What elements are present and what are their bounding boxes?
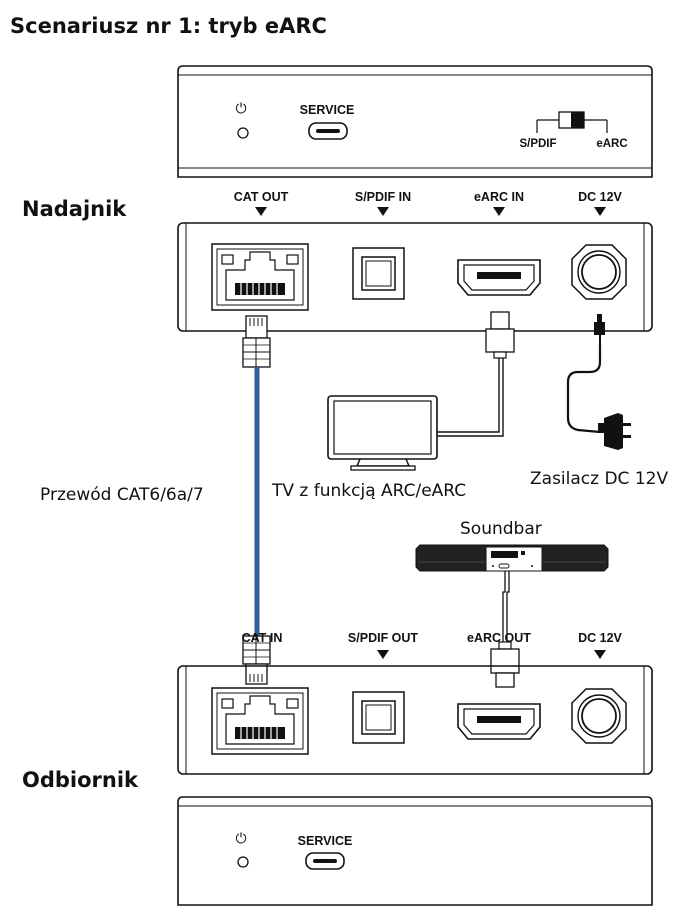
page-title: Scenariusz nr 1: tryb eARC (10, 14, 327, 38)
optical-port-icon (352, 691, 405, 744)
port-label-spdif-out: S/PDIF OUT (348, 631, 419, 645)
micro-usb-port-icon (305, 852, 345, 870)
dc-jack-icon (571, 688, 627, 744)
port-label-dc-12v: DC 12V (578, 190, 622, 204)
port-label-cat-in: CAT IN (242, 631, 283, 645)
transmitter-back-panel (177, 222, 653, 332)
arrow-down-icon (377, 650, 389, 659)
rj45-port-icon (211, 687, 309, 755)
port-label-earc-in: eARC IN (474, 190, 524, 204)
port-label-spdif-in: S/PDIF IN (355, 190, 411, 204)
mode-switch-icon (536, 111, 608, 133)
dc-cable-line (566, 345, 602, 434)
rj45-plug-icon (242, 635, 271, 685)
switch-label-spdif: S/PDIF (519, 138, 556, 150)
soundbar-icon (415, 544, 609, 572)
arrow-down-icon (594, 207, 606, 216)
hdmi-plug-icon (490, 641, 520, 688)
power-led-icon (237, 856, 249, 868)
power-icon: ⏻ (235, 101, 246, 117)
service-label: SERVICE (298, 834, 353, 848)
tv-caption: TV z funkcją ARC/eARC (271, 481, 466, 501)
hdmi-cable-line (437, 358, 500, 433)
port-label-earc-out: eARC OUT (467, 631, 531, 645)
receiver-back-panel (177, 665, 653, 775)
hdmi-port-icon (457, 703, 541, 740)
receiver-front-panel: ⏻ SERVICE (177, 796, 653, 906)
power-supply-caption: Zasilacz DC 12V (530, 469, 668, 489)
hdmi-plug-icon (485, 311, 515, 359)
rj45-plug-icon (242, 315, 271, 368)
arrow-down-icon (493, 207, 505, 216)
transmitter-label: Nadajnik (22, 197, 127, 221)
optical-port-icon (352, 247, 405, 300)
arrow-down-icon (377, 207, 389, 216)
port-label-cat-out: CAT OUT (234, 190, 289, 204)
service-label: SERVICE (300, 103, 355, 117)
arrow-down-icon (255, 207, 267, 216)
power-led-icon (237, 127, 249, 139)
transmitter-front-panel: ⏻ SERVICE S/PDIF eARC (177, 65, 653, 178)
switch-label-earc: eARC (596, 138, 627, 150)
cable-caption: Przewód CAT6/6a/7 (40, 485, 204, 505)
receiver-label: Odbiornik (22, 768, 139, 792)
tv-icon (327, 395, 438, 471)
rj45-port-icon (211, 243, 309, 311)
power-icon: ⏻ (235, 831, 246, 847)
power-adapter-icon (598, 413, 631, 450)
dc-jack-icon (571, 244, 627, 300)
arrow-down-icon (594, 650, 606, 659)
soundbar-caption: Soundbar (460, 519, 542, 539)
port-label-dc-12v: DC 12V (578, 631, 622, 645)
dc-plug-icon (594, 314, 605, 345)
hdmi-port-icon (457, 259, 541, 296)
micro-usb-port-icon (308, 122, 348, 140)
